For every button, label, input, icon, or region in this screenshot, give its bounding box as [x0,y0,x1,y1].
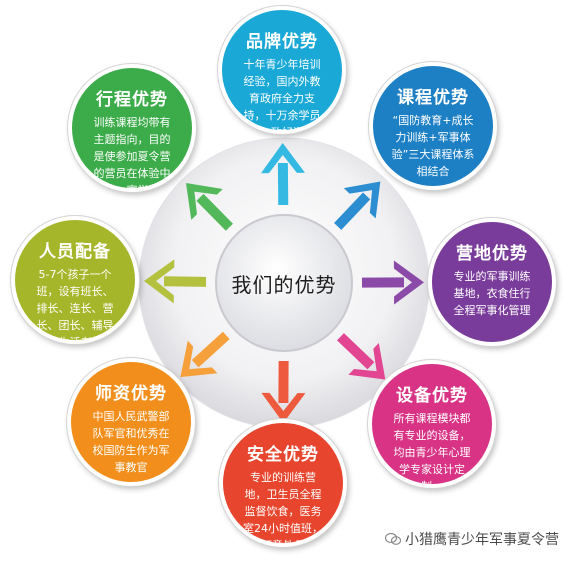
node-title: 行程优势 [96,90,168,110]
node-safety: 安全优势专业的训练营地，卫生员全程监督饮食，医务室24小时值班，高额意外保险 [219,419,347,547]
node-description: 中国人民武警部队军官和优秀在校国防生作为军事教官 [92,410,170,474]
node-title: 设备优势 [396,386,468,406]
arrow-down-right-icon [337,333,386,380]
node-description: 十年青少年培训经验，国内外教育政府全力支持，十万余学员一致好评 [243,58,321,134]
node-itinerary: 行程优势训练课程均带有主题指向，目的是使参加夏令营的营员在体验中成长，寓学于乐 [68,64,196,192]
node-title: 品牌优势 [246,32,318,52]
arrow-down-icon [261,360,306,423]
node-title: 营地优势 [456,244,528,264]
node-camp: 营地优势专业的军事训练基地，衣食住行全程军事化管理 [428,218,556,346]
node-description: 5-7个孩子一个班，设有班长、排长、连长、营长、团长、辅导员、生活老师等 [36,268,114,344]
node-title: 课程优势 [397,88,469,108]
node-description: 所有课程模块都有专业的设备，均由青少年心理学专家设计定制。 [393,412,471,488]
node-teacher: 师资优势中国人民武警部队军官和优秀在校国防生作为军事教官 [67,358,195,486]
node-brand: 品牌优势十年青少年培训经验，国内外教育政府全力支持，十万余学员一致好评 [218,6,346,134]
arrow-right-icon [361,260,424,305]
arrow-down-left-icon [180,331,230,378]
node-description: 专业的训练营地，卫生员全程监督饮食，医务室24小时值班，高额意外保险 [243,471,323,547]
wechat-icon [384,532,402,545]
arrow-up-left-icon [185,183,233,231]
center-circle [215,214,353,352]
center-title: 我们的优势 [231,272,337,297]
node-description: 专业的军事训练基地，衣食住行全程军事化管理 [453,270,531,317]
arrow-up-icon [260,143,305,206]
watermark-text: 小猎鹰青少年军事夏令营 [405,532,559,548]
arrows-group [144,143,424,423]
node-description: “国防教育+成长力训练+军事体验”三大课程体系相结合 [391,114,475,178]
node-description: 训练课程均带有主题指向，目的是使参加夏令营的营员在体验中成长，寓学于乐 [93,116,171,192]
node-equipment: 设备优势所有课程模块都有专业的设备，均由青少年心理学专家设计定制。 [368,360,496,488]
node-staff: 人员配备 5-7个孩子一个班，设有班长、排长、连长、营长、团长、辅导员、生活老师等 [11,216,139,344]
node-title: 师资优势 [95,384,167,404]
node-title: 人员配备 [39,242,111,262]
node-title: 安全优势 [247,445,319,465]
arrow-up-right-icon [334,181,381,230]
watermark: 小猎鹰青少年军事夏令营 [384,529,559,549]
arrow-left-icon [144,259,207,304]
node-course: 课程优势 “国防教育+成长力训练+军事体验”三大课程体系相结合 [369,62,497,190]
